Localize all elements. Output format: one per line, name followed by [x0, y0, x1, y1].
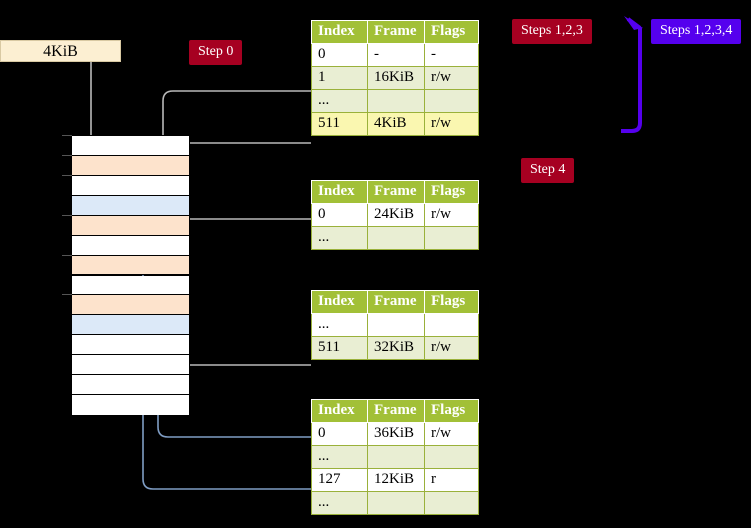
table-cell — [367, 445, 425, 469]
table-header-frame: Frame — [367, 20, 425, 44]
table-cell: 16KiB — [367, 66, 425, 90]
table-cell — [424, 445, 479, 469]
badge-step-0: Step 0 — [189, 40, 243, 65]
table-row: 0-- — [311, 43, 479, 67]
connector-table3-to-memory — [179, 310, 311, 366]
table-cell: r/w — [424, 336, 479, 360]
table-row: ... — [311, 226, 479, 250]
table-cell — [424, 313, 479, 337]
violet-arrow-shaft — [621, 28, 642, 133]
memory-row — [72, 175, 189, 196]
table-header-index: Index — [311, 399, 368, 423]
size-label-4kib: 4KiB — [0, 40, 121, 62]
table-cell — [424, 226, 479, 250]
table-cell: 32KiB — [367, 336, 425, 360]
memory-row — [72, 295, 189, 316]
table-cell: 24KiB — [367, 203, 425, 227]
table-row: ... — [311, 313, 479, 337]
table-cell: - — [424, 43, 479, 67]
memory-tick — [62, 254, 72, 256]
table-header-flags: Flags — [424, 290, 479, 314]
memory-tick — [62, 294, 72, 296]
memory-row — [72, 275, 189, 296]
table-cell — [367, 89, 425, 113]
table-cell: 0 — [311, 422, 368, 446]
memory-row — [72, 235, 189, 256]
badge-step-4: Step 4 — [521, 158, 575, 183]
table-header-index: Index — [311, 290, 368, 314]
table-cell: 0 — [311, 43, 368, 67]
table-header-flags: Flags — [424, 180, 479, 204]
table-cell — [367, 313, 425, 337]
table-cell: 12KiB — [367, 468, 425, 492]
memory-tick — [62, 214, 72, 216]
table-header-flags: Flags — [424, 20, 479, 44]
table-header-index: Index — [311, 20, 368, 44]
memory-row — [72, 155, 189, 176]
violet-arrow-head-line — [626, 17, 642, 30]
table-cell — [424, 89, 479, 113]
badge-steps-123: Steps 1,2,3 — [512, 19, 592, 44]
table-header-flags: Flags — [424, 399, 479, 423]
table-cell: r/w — [424, 66, 479, 90]
badge-steps-1234: Steps 1,2,3,4 — [651, 19, 742, 44]
table-header-frame: Frame — [367, 180, 425, 204]
table-cell: 4KiB — [367, 112, 425, 136]
table-header-frame: Frame — [367, 290, 425, 314]
table-cell: 1 — [311, 66, 368, 90]
table-header-frame: Frame — [367, 399, 425, 423]
table-row: ... — [311, 491, 479, 515]
table-cell: r — [424, 468, 479, 492]
table-cell: 511 — [311, 336, 368, 360]
table-cell: ... — [311, 491, 368, 515]
table-cell: r/w — [424, 203, 479, 227]
table-cell: ... — [311, 226, 368, 250]
size-label-text: 4KiB — [43, 43, 78, 60]
memory-tick — [62, 135, 72, 136]
memory-row — [72, 395, 189, 415]
memory-row — [72, 136, 189, 156]
table-row: ... — [311, 445, 479, 469]
table-cell — [367, 226, 425, 250]
table-row: ... — [311, 89, 479, 113]
violet-arrow-head — [624, 16, 643, 30]
table-cell: ... — [311, 445, 368, 469]
table-cell: 511 — [311, 112, 368, 136]
table-header-index: Index — [311, 180, 368, 204]
memory-tick — [62, 154, 72, 156]
table-cell: - — [367, 43, 425, 67]
memory-row — [72, 375, 189, 396]
memory-row — [72, 355, 189, 376]
table-cell: 0 — [311, 203, 368, 227]
table-cell: r/w — [424, 112, 479, 136]
memory-row — [72, 215, 189, 236]
connector-table2-to-memory — [179, 218, 311, 255]
table-cell: 127 — [311, 468, 368, 492]
table-cell: ... — [311, 89, 368, 113]
table-cell: ... — [311, 313, 368, 337]
table-cell — [367, 491, 425, 515]
memory-grid — [71, 135, 190, 415]
table-cell: 36KiB — [367, 422, 425, 446]
memory-row — [72, 255, 189, 276]
memory-row — [72, 335, 189, 356]
memory-row — [72, 195, 189, 216]
table-cell — [424, 491, 479, 515]
table-cell: r/w — [424, 422, 479, 446]
memory-tick — [62, 174, 72, 176]
memory-row — [72, 315, 189, 336]
